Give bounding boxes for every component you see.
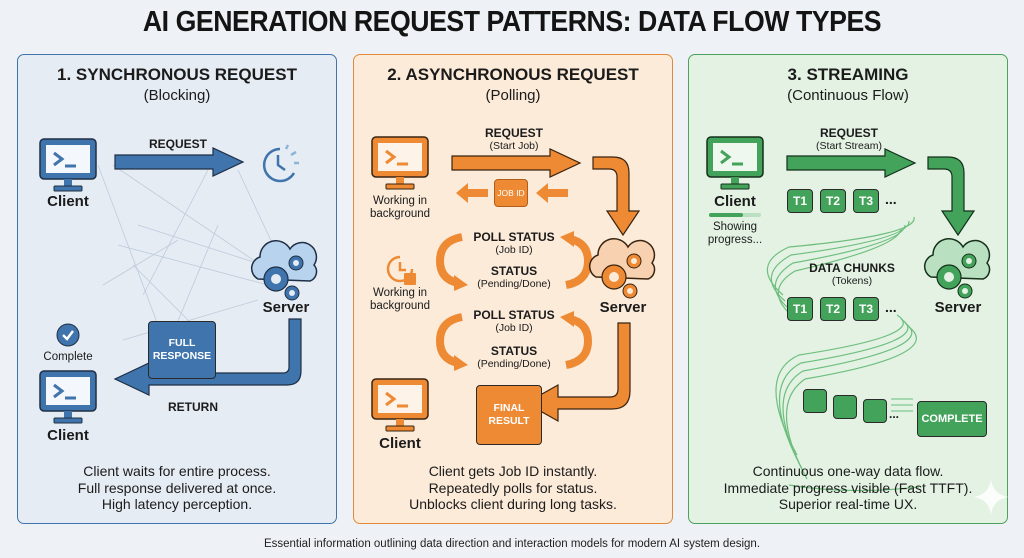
working-label-2: Working in background [369,287,431,312]
client-monitor-icon [706,136,764,190]
request-label: REQUEST (Start Stream) [799,127,899,153]
chunk-block [833,395,857,419]
request-arrow [451,148,582,178]
panel-description: Client gets Job ID instantly. Repeatedly… [354,463,672,513]
panel-title: 1. SYNCHRONOUS REQUEST [57,65,297,84]
ellipsis: ... [885,191,897,207]
panel-description: Client waits for entire process. Full re… [18,463,336,513]
description-line: Unblocks client during long tasks. [409,496,617,512]
poll-loop-arrows [435,311,593,371]
status-title: STATUS [490,264,538,278]
panel-subtitle: (Polling) [485,87,541,104]
description-line: Client gets Job ID instantly. [428,463,598,479]
token-chip: T1 [787,189,813,213]
client-monitor-icon-bottom [371,378,429,432]
poll-label: POLL STATUS (Job ID) [459,309,569,335]
client-label: Client [47,193,89,210]
working-label-1: Working in background [369,195,431,220]
client-monitor-icon [371,136,429,190]
final-result-box: FINAL RESULT [476,385,542,445]
server-cloud-icon [250,240,318,301]
stream-flow-curves [766,216,920,492]
token-chip: T3 [853,189,879,213]
ellipsis: ... [885,299,897,315]
status-label: STATUS (Pending/Done) [459,345,569,371]
panel-synchronous: 1. SYNCHRONOUS REQUEST (Blocking) Client… [17,54,337,524]
description-line: Full response delivered at once. [77,479,277,496]
request-title: REQUEST [819,126,878,140]
client-label: Client [379,435,421,452]
status-subtitle: (Pending/Done) [477,278,551,290]
request-label: REQUEST (Start Job) [464,127,564,153]
server-label: Server [934,299,982,316]
server-label: Server [599,299,647,316]
description-line: Immediate progress visible (Fast TTFT). [723,479,973,496]
complete-box: COMPLETE [917,401,987,437]
status-subtitle: (Pending/Done) [477,358,551,370]
panel-description: Continuous one-way data flow. Immediate … [689,463,1007,513]
poll-subtitle: (Job ID) [495,322,533,334]
job-id-left-arrow [456,183,488,203]
description-line: Repeatedly polls for status. [428,479,598,496]
panel-title: 2. ASYNCHRONOUS REQUEST [387,65,639,84]
complete-label: Complete [43,351,93,363]
description-line: Client waits for entire process. [83,463,271,479]
check-circle-icon [56,323,80,347]
server-label: Server [262,299,310,316]
chunk-block [863,399,887,423]
poll-label: POLL STATUS (Job ID) [459,231,569,257]
token-chip: T2 [820,189,846,213]
description-line: Superior real-time UX. [778,496,918,512]
footer-caption: Essential information outlining data dir… [263,538,761,550]
description-line: High latency perception. [101,496,253,512]
request-label: REQUEST [148,137,207,151]
chunks-subtitle: (Tokens) [831,275,873,287]
status-label: STATUS (Pending/Done) [459,265,569,291]
token-chip: T3 [853,297,879,321]
flow-arrows [891,398,913,412]
job-id-ticket: JOB ID [494,179,528,207]
status-title: STATUS [490,344,538,358]
server-cloud-icon [923,238,991,299]
poll-title: POLL STATUS [473,230,555,244]
poll-title: POLL STATUS [473,308,555,322]
chunks-title: DATA CHUNKS [809,261,895,275]
progress-label: Showing progress... [707,221,763,246]
return-label: RETURN [168,400,218,414]
full-response-box: FULL RESPONSE [148,321,216,379]
ellipsis: ... [889,407,900,421]
poll-loop-arrows [435,231,593,291]
request-subtitle: (Start Job) [489,140,539,152]
request-subtitle: (Start Stream) [816,140,882,152]
token-chip: T2 [820,297,846,321]
client-monitor-icon-bottom [39,370,97,424]
job-id-right-arrow [536,183,568,203]
panel-subtitle: (Blocking) [143,87,211,104]
panel-asynchronous: 2. ASYNCHRONOUS REQUEST (Polling) Workin… [353,54,673,524]
chunk-block [803,389,827,413]
token-chip: T1 [787,297,813,321]
panel-streaming: 3. STREAMING (Continuous Flow) Client Sh… [688,54,1009,524]
request-arrow [114,147,245,177]
description-line: Continuous one-way data flow. [752,463,944,479]
client-label: Client [714,193,756,210]
panel-subtitle: (Continuous Flow) [787,87,909,104]
panel-title: 3. STREAMING [787,65,909,84]
request-title: REQUEST [484,126,543,140]
sparkle-icon [973,479,1009,515]
hourglass-clock-icon [386,255,416,285]
data-chunks-label: DATA CHUNKS (Tokens) [797,262,907,288]
poll-subtitle: (Job ID) [495,244,533,256]
client-monitor-icon [39,138,97,192]
request-down-arrow [592,156,641,237]
request-down-arrow [927,156,976,237]
clock-icon [262,144,299,183]
request-arrow [786,148,917,178]
progress-fill [709,213,743,217]
server-cloud-icon [588,238,656,299]
result-return-arrow [524,322,631,423]
page-title: AI GENERATION REQUEST PATTERNS: DATA FLO… [142,6,882,38]
progress-bar [709,213,761,217]
client-label-bottom: Client [47,427,89,444]
